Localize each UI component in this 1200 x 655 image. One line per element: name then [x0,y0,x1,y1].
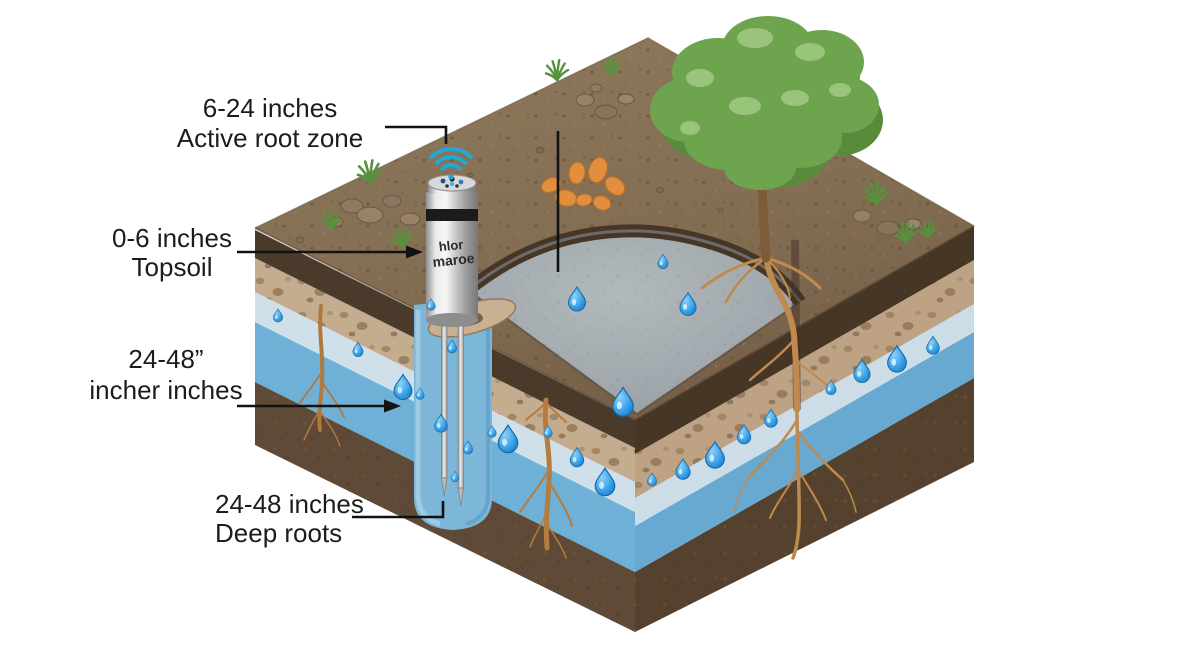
under-basin-roots [519,397,573,559]
label-moisture-depth-line1: 24-48” [128,344,203,374]
sensor-brand-line1: hlor [438,237,464,254]
sensor-body [426,174,478,327]
label-deep-roots-line1: 24-48 inches [215,489,364,519]
wifi-icon [429,147,473,180]
left-face-roots [297,304,345,447]
sensor-brand-label: hlor maroe [432,237,476,270]
label-active-root-zone-line2: Active root zone [177,123,363,153]
tree [650,16,883,560]
label-active-root-zone: 6-24 inches Active root zone [177,93,448,153]
label-deep-roots-line2: Deep roots [215,518,342,548]
almond-cluster [540,156,626,211]
soil-moisture-sensor: hlor maroe [426,174,478,507]
topsoil-band-right [635,226,974,454]
label-topsoil-line1: 0-6 inches [112,223,232,253]
tree-canopy [650,16,883,190]
label-active-root-zone-line1: 6-24 inches [203,93,337,123]
label-moisture-depth-line2: incher inches [89,375,242,405]
water-layer-right [635,332,974,572]
sensor-black-band [426,209,478,221]
arrow-moisture-depth [384,399,401,413]
sensor-brand-line2: maroe [432,250,476,270]
arrow-topsoil [406,245,423,259]
connector-deep-roots [352,501,445,519]
annotations: 6-24 inches Active root zone 0-6 inches … [89,93,560,548]
connector-active-root-zone [385,125,448,144]
probe-water-channel [414,303,492,530]
label-deep-roots: 24-48 inches Deep roots [215,489,445,548]
label-topsoil: 0-6 inches Topsoil [112,223,423,282]
surface-rocks [295,83,922,244]
label-topsoil-line2: Topsoil [132,252,213,282]
label-moisture-depth: 24-48” incher inches [89,344,401,413]
